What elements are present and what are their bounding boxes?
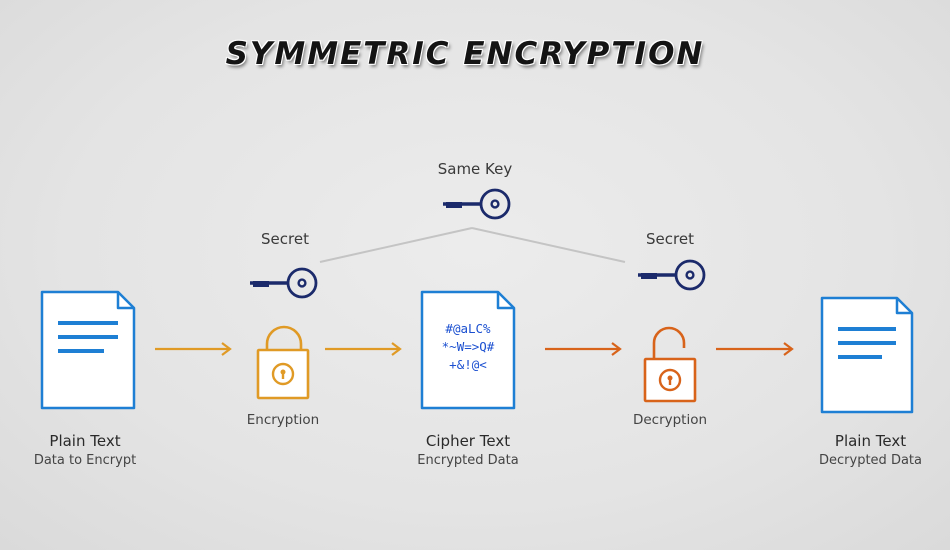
decryption-label: Decryption <box>632 412 708 428</box>
arrow-right-icon <box>325 342 402 356</box>
cipher-text-subtitle: Encrypted Data <box>417 453 519 468</box>
padlock-closed-icon <box>256 325 310 400</box>
cipher-text-document-icon <box>420 290 516 410</box>
plain-text-input-document-icon <box>40 290 136 410</box>
shared-key-connector <box>319 227 626 263</box>
plain-text-output-title: Plain Text <box>834 432 907 450</box>
plain-text-output-subtitle: Decrypted Data <box>819 453 922 468</box>
plain-text-input-title: Plain Text <box>49 432 121 450</box>
cipher-line-3: +&!@< <box>449 357 487 372</box>
secret-key-left-icon <box>250 267 318 299</box>
arrow-right-icon <box>545 342 622 356</box>
cipher-line-1: #@aLC% <box>445 321 491 336</box>
secret-right-label: Secret <box>646 230 694 248</box>
arrow-right-icon <box>716 342 794 356</box>
shared-key-label: Same Key <box>437 160 513 178</box>
arrow-right-icon <box>155 342 232 356</box>
plain-text-output-document-icon <box>820 296 914 414</box>
diagram-title: SYMMETRIC ENCRYPTION <box>225 36 705 72</box>
plain-text-input-subtitle: Data to Encrypt <box>33 453 137 468</box>
cipher-line-2: *~W=>Q# <box>441 339 495 354</box>
cipher-text-content: #@aLC% *~W=>Q# +&!@< <box>422 320 514 374</box>
padlock-open-icon <box>643 326 697 403</box>
shared-key-icon <box>443 188 511 220</box>
cipher-text-title: Cipher Text <box>425 432 511 450</box>
secret-key-right-icon <box>638 259 706 291</box>
secret-left-label: Secret <box>261 230 309 248</box>
encryption-label: Encryption <box>246 412 320 428</box>
